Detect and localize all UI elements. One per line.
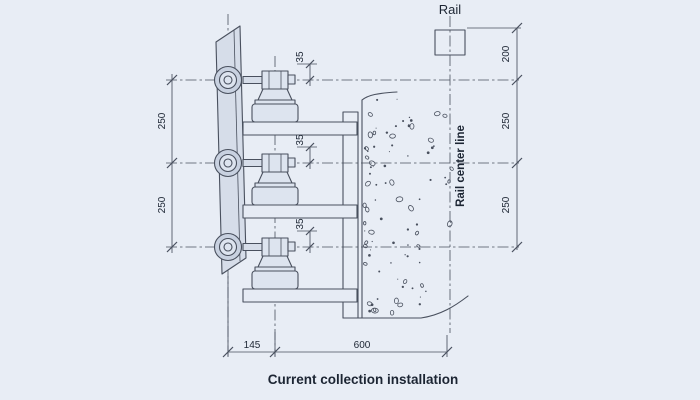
rail-center-line-label: Rail center line xyxy=(455,125,467,207)
dim-bottom-145: 145 xyxy=(244,340,261,351)
left-dimension-chain: 250 250 xyxy=(157,74,178,253)
right-dimension-chain: 200 250 250 xyxy=(467,22,523,253)
dim-shoe-offset-3: 35 xyxy=(295,218,306,230)
dim-left-250-upper: 250 xyxy=(157,112,168,129)
rail-section xyxy=(434,29,466,56)
concrete-stipple xyxy=(362,98,454,316)
dim-shoe-offset-2: 35 xyxy=(295,134,306,146)
rail-label: Rail xyxy=(439,2,462,17)
dim-shoe-offset-1: 35 xyxy=(295,51,306,63)
bottom-dimension-chain: 145 600 xyxy=(222,276,453,358)
dim-rail-to-first: 200 xyxy=(501,45,512,62)
dim-right-250-lower: 250 xyxy=(501,196,512,213)
dim-left-250-lower: 250 xyxy=(157,196,168,213)
dim-right-250-upper: 250 xyxy=(501,112,512,129)
drawing-caption: Current collection installation xyxy=(268,372,459,387)
concrete-wall xyxy=(342,91,469,319)
dim-bottom-600: 600 xyxy=(354,340,371,351)
